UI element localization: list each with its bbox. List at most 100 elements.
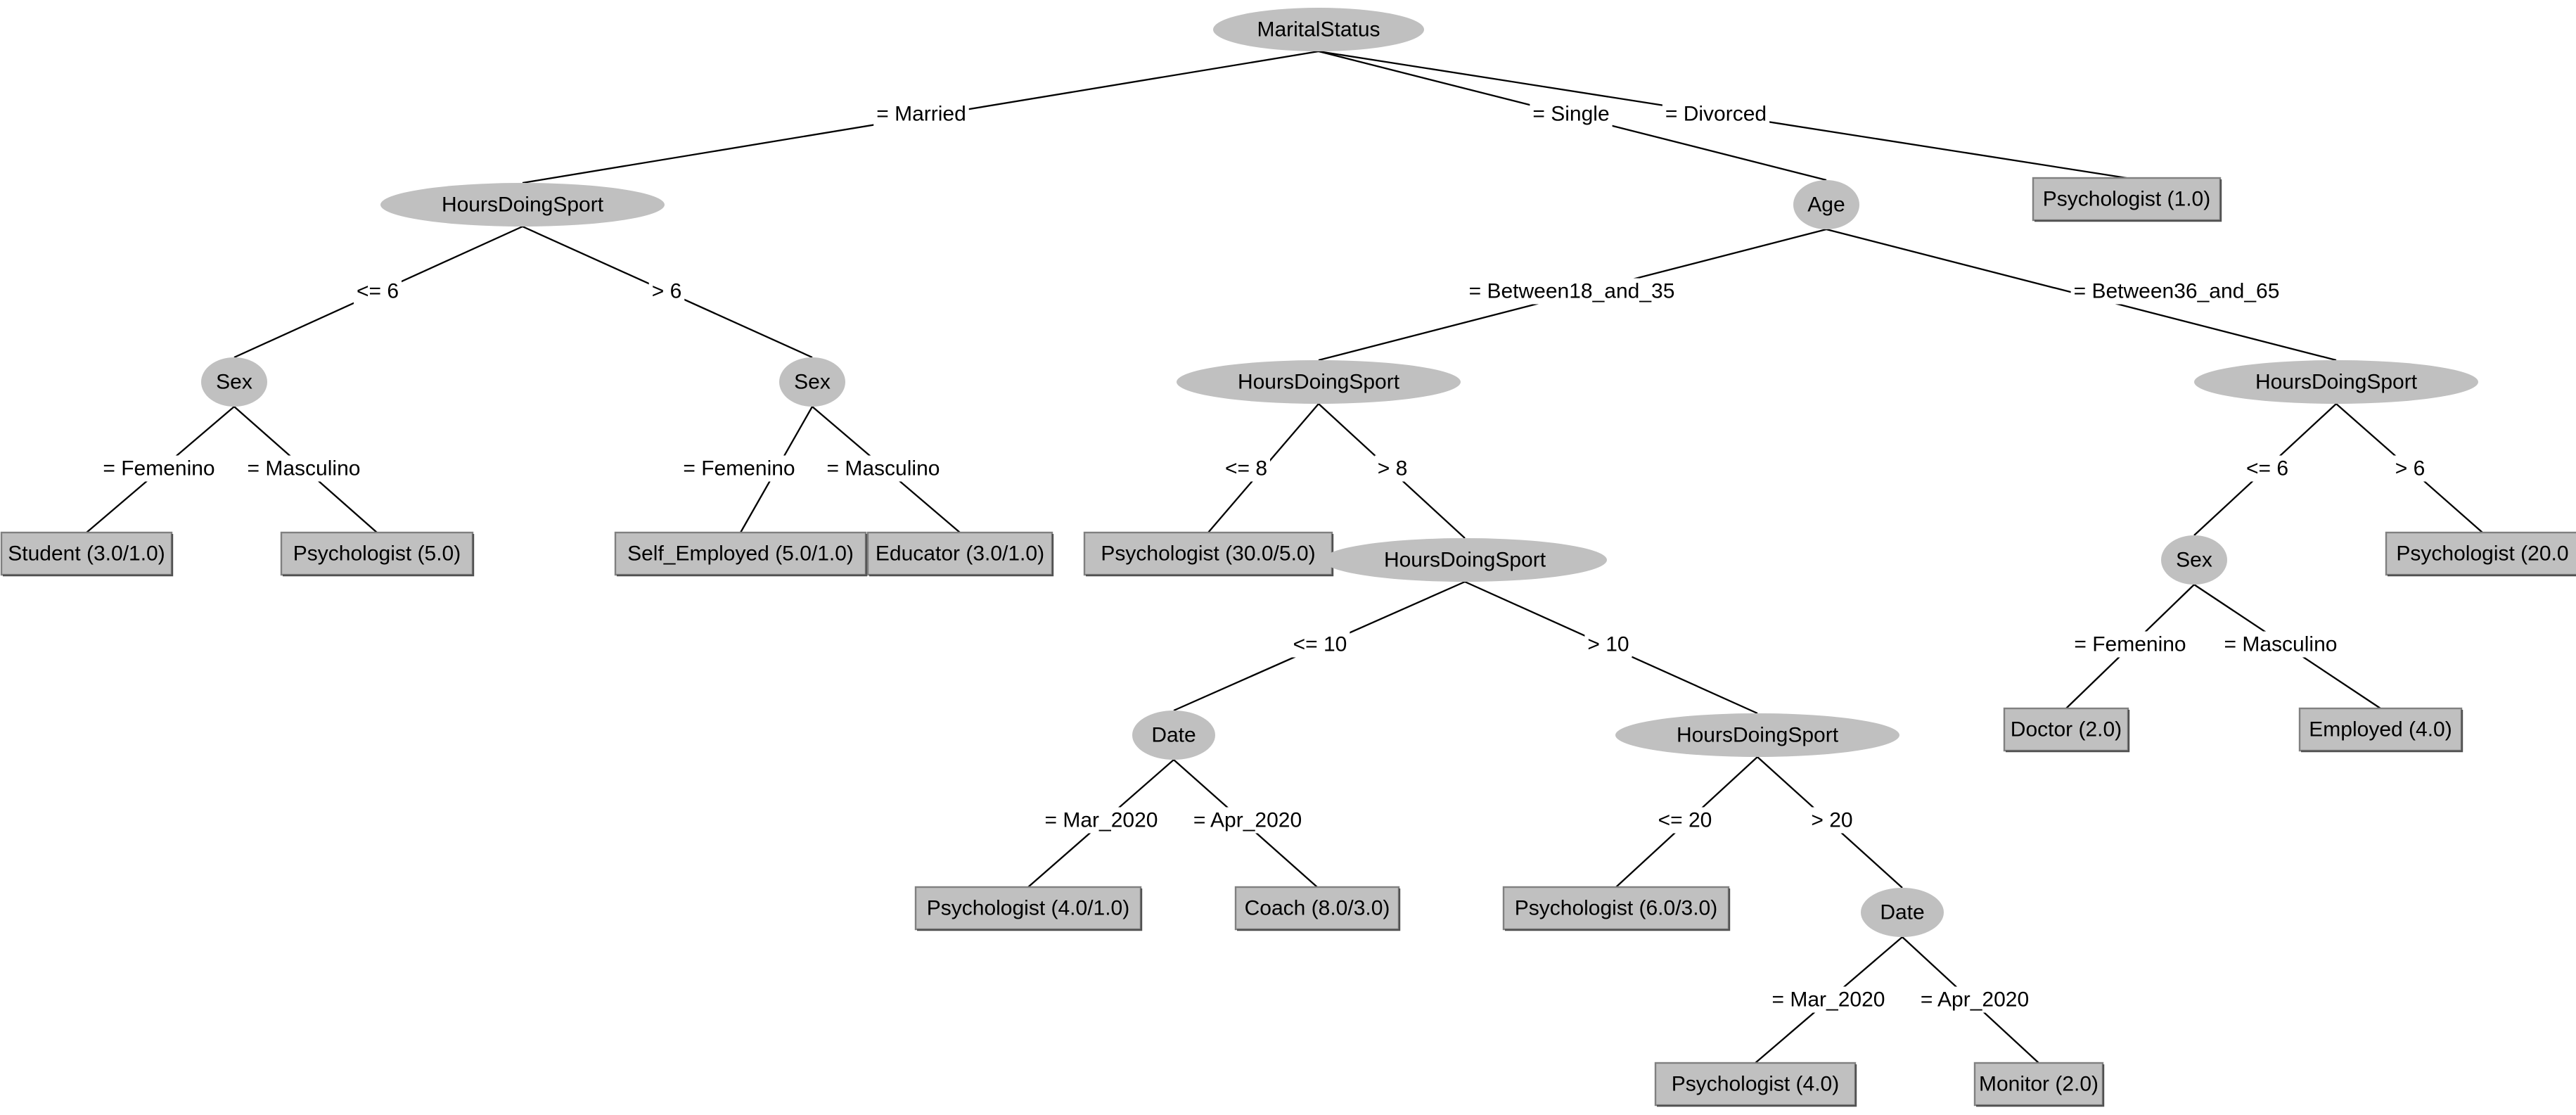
leaf-node-shadow <box>2388 574 2576 577</box>
attribute-node: Sex <box>779 357 845 407</box>
edge-label: = Mar_2020 <box>1042 807 1161 834</box>
leaf-node: Psychologist (20.0 <box>2385 531 2576 577</box>
attribute-node-label: HoursDoingSport <box>2255 371 2418 394</box>
attribute-node-label: Sex <box>216 371 252 394</box>
attribute-node-shape <box>1213 8 1424 51</box>
attribute-node-shape <box>2161 535 2227 585</box>
edge-label-text: = Masculino <box>2224 633 2338 656</box>
attribute-node-shape <box>380 183 665 227</box>
edge-label-text: <= 6 <box>357 280 399 303</box>
edge-label: = Apr_2020 <box>1190 807 1305 834</box>
attribute-node-shape <box>779 357 845 407</box>
attribute-node-shape <box>1177 360 1461 404</box>
leaf-node-shadow <box>2006 710 2130 753</box>
attribute-node-label: HoursDoingSport <box>1677 724 1839 747</box>
leaf-node: Student (3.0/1.0) <box>0 531 174 577</box>
leaf-node: Self_Employed (5.0/1.0) <box>614 531 868 577</box>
attribute-node: Sex <box>2161 535 2227 585</box>
leaf-node-shadow <box>283 534 475 577</box>
leaf-node-box <box>2385 531 2576 576</box>
edge-label: = Femenino <box>2071 631 2189 658</box>
edge-label-text: > 6 <box>2395 457 2426 480</box>
edge-label-text: = Divorced <box>1665 103 1767 126</box>
edge-label-text: = Masculino <box>248 457 361 480</box>
attribute-node: Date <box>1132 711 1215 760</box>
leaf-node: Psychologist (6.0/3.0) <box>1502 886 1731 931</box>
edge-label-text: <= 20 <box>1658 809 1712 832</box>
attribute-node-label: HoursDoingSport <box>1384 549 1546 572</box>
leaf-node-shadow <box>2034 179 2222 222</box>
attribute-node-label: Age <box>1807 193 1845 217</box>
edge-label: > 6 <box>2392 455 2428 482</box>
edge-labels-layer: = Married = Single = Divorced <= 6 > 6 = Feme… <box>100 101 2428 1013</box>
leaf-node-label: Psychologist (4.0/1.0) <box>927 897 1129 920</box>
leaf-node: Monitor (2.0) <box>1973 1062 2105 1107</box>
edge-label-text: > 10 <box>1587 633 1629 656</box>
edge-label-text: = Between18_and_35 <box>1469 280 1675 303</box>
attribute-node: HoursDoingSport <box>1323 538 1607 582</box>
leaf-node-shadow <box>1086 534 1334 577</box>
attribute-node: Date <box>1861 888 1944 937</box>
edge-label: = Mar_2020 <box>1769 986 1888 1013</box>
edge-label: = Femenino <box>680 455 798 482</box>
attribute-node: HoursDoingSport <box>2194 360 2478 404</box>
leaf-node-box <box>1654 1062 1857 1107</box>
edge-label: = Masculino <box>2221 631 2340 658</box>
leaf-node-shadow <box>869 534 1054 577</box>
edge-label: > 20 <box>1808 807 1856 834</box>
attribute-node: HoursDoingSport <box>380 183 665 227</box>
leaf-node-label: Doctor (2.0) <box>2011 718 2122 741</box>
edge-label-text: = Apr_2020 <box>1193 809 1302 832</box>
attribute-node-label: HoursDoingSport <box>1238 371 1400 394</box>
edge-label: = Single <box>1530 101 1613 127</box>
leaf-node-box <box>1083 531 1333 576</box>
leaf-node: Psychologist (30.0/5.0) <box>1083 531 1334 577</box>
edge-label: > 8 <box>1374 455 1411 482</box>
edge-label-text: = Femenino <box>103 457 214 480</box>
edge-label: <= 6 <box>2243 455 2292 482</box>
attribute-node-shape <box>1861 888 1944 937</box>
leaf-node-label: Psychologist (4.0) <box>1672 1073 1839 1096</box>
leaf-node: Psychologist (1.0) <box>2032 177 2222 222</box>
leaf-node-box <box>866 531 1053 576</box>
leaf-node-box <box>1973 1062 2104 1107</box>
attribute-node-label: Sex <box>794 371 831 394</box>
edge-label-text: > 20 <box>1811 809 1852 832</box>
leaf-node-label: Psychologist (1.0) <box>2043 188 2210 211</box>
edge-label-text: > 8 <box>1378 457 1408 480</box>
leaf-node-shadow <box>1657 1064 1857 1107</box>
leaf-node: Coach (8.0/3.0) <box>1234 886 1401 931</box>
attribute-node-label: HoursDoingSport <box>442 193 604 217</box>
leaf-node: Educator (3.0/1.0) <box>866 531 1054 577</box>
leaf-node-label: Coach (8.0/3.0) <box>1245 897 1390 920</box>
leaf-node-label: Educator (3.0/1.0) <box>876 542 1044 566</box>
leaf-node-shadow <box>617 534 868 577</box>
leaf-node-box <box>914 886 1142 931</box>
leaf-node-box <box>2298 707 2463 752</box>
edge-label-text: = Single <box>1532 103 1609 126</box>
leaf-node-shadow <box>1976 1064 2105 1107</box>
leaf-node-label: Employed (4.0) <box>2309 718 2452 741</box>
attribute-node-label: MaritalStatus <box>1257 18 1380 42</box>
leaf-node: Doctor (2.0) <box>2003 707 2130 753</box>
edge-label: > 10 <box>1584 631 1632 658</box>
edge-label: = Masculino <box>824 455 943 482</box>
attribute-node-shape <box>1615 713 1899 757</box>
leaf-node-label: Self_Employed (5.0/1.0) <box>627 542 854 566</box>
leaf-node-shadow <box>3 534 174 577</box>
edge-label-text: = Between36_and_65 <box>2074 280 2280 303</box>
leaf-node-box <box>2032 177 2222 222</box>
attribute-node: HoursDoingSport <box>1177 360 1461 404</box>
edge-label: > 6 <box>648 278 685 305</box>
leaf-node: Employed (4.0) <box>2298 707 2463 753</box>
attribute-node: HoursDoingSport <box>1615 713 1899 757</box>
edge-label: = Married <box>873 101 969 127</box>
leaf-node-shadow <box>2301 710 2463 753</box>
edge-label-text: = Masculino <box>827 457 940 480</box>
leaf-node-box <box>280 531 474 576</box>
leaf-node-label: Psychologist (5.0) <box>293 542 461 566</box>
edge-label: <= 8 <box>1222 455 1271 482</box>
attribute-node-label: Sex <box>2176 549 2212 572</box>
leaf-node: Psychologist (4.0) <box>1654 1062 1857 1107</box>
